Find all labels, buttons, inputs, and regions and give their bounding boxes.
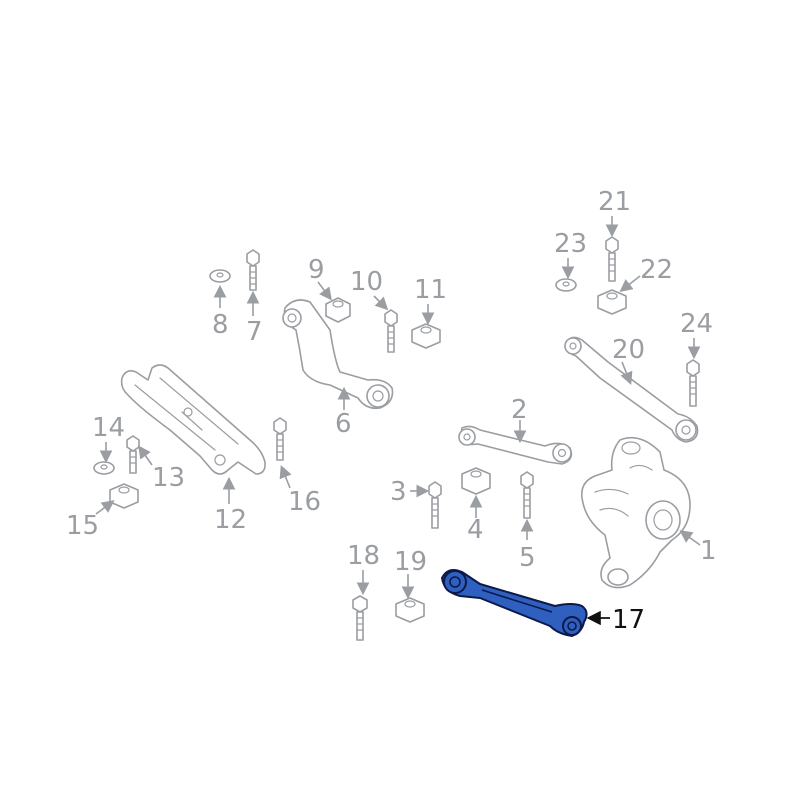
callout-24: 24 (680, 309, 713, 339)
bolt-21 (605, 236, 619, 282)
part-1-wheel-carrier (580, 436, 691, 589)
bolt-13 (126, 435, 140, 474)
callout-21: 21 (598, 187, 631, 217)
callout-22: 22 (640, 255, 673, 285)
callout-20: 20 (612, 335, 645, 365)
washer-14 (93, 461, 115, 475)
callout-18: 18 (347, 541, 380, 571)
callout-17: 17 (612, 605, 645, 635)
nut-4 (461, 467, 491, 495)
nut-19 (395, 597, 425, 623)
bolt-16 (273, 417, 287, 461)
part-12-trailing-arm (120, 364, 266, 475)
callout-19: 19 (394, 547, 427, 577)
washer-8 (209, 269, 231, 283)
bolt-7 (246, 249, 260, 291)
bolt-18 (352, 595, 368, 641)
callout-16: 16 (288, 487, 321, 517)
callout-labels: 1 2 3 4 5 6 7 8 9 10 11 12 13 14 15 16 1… (66, 187, 717, 635)
part-2-link (458, 425, 573, 465)
part-17-link-highlighted (441, 569, 588, 637)
bolt-3 (428, 481, 442, 529)
callout-4: 4 (467, 515, 484, 545)
callout-7: 7 (246, 317, 263, 347)
nut-11 (411, 323, 441, 349)
nut-15 (109, 483, 139, 509)
callout-2: 2 (511, 395, 528, 425)
callout-1: 1 (700, 536, 717, 566)
part-20-link (564, 336, 699, 443)
callout-11: 11 (414, 275, 447, 305)
bolt-5 (520, 471, 534, 519)
callout-14: 14 (92, 413, 125, 443)
bolt-10 (384, 309, 398, 353)
nut-9 (325, 297, 351, 323)
nut-22 (597, 289, 627, 315)
callout-3: 3 (390, 477, 407, 507)
callout-9: 9 (308, 255, 325, 285)
leader-lines (95, 216, 701, 626)
callout-5: 5 (519, 543, 536, 573)
callout-10: 10 (350, 267, 383, 297)
bolt-24 (686, 359, 700, 407)
callout-15: 15 (66, 511, 99, 541)
washer-23 (555, 278, 577, 292)
callout-12: 12 (214, 505, 247, 535)
callout-23: 23 (554, 229, 587, 259)
part-6-control-arm (282, 299, 394, 410)
callout-13: 13 (152, 463, 185, 493)
callout-6: 6 (335, 409, 352, 439)
callout-8: 8 (212, 310, 229, 340)
